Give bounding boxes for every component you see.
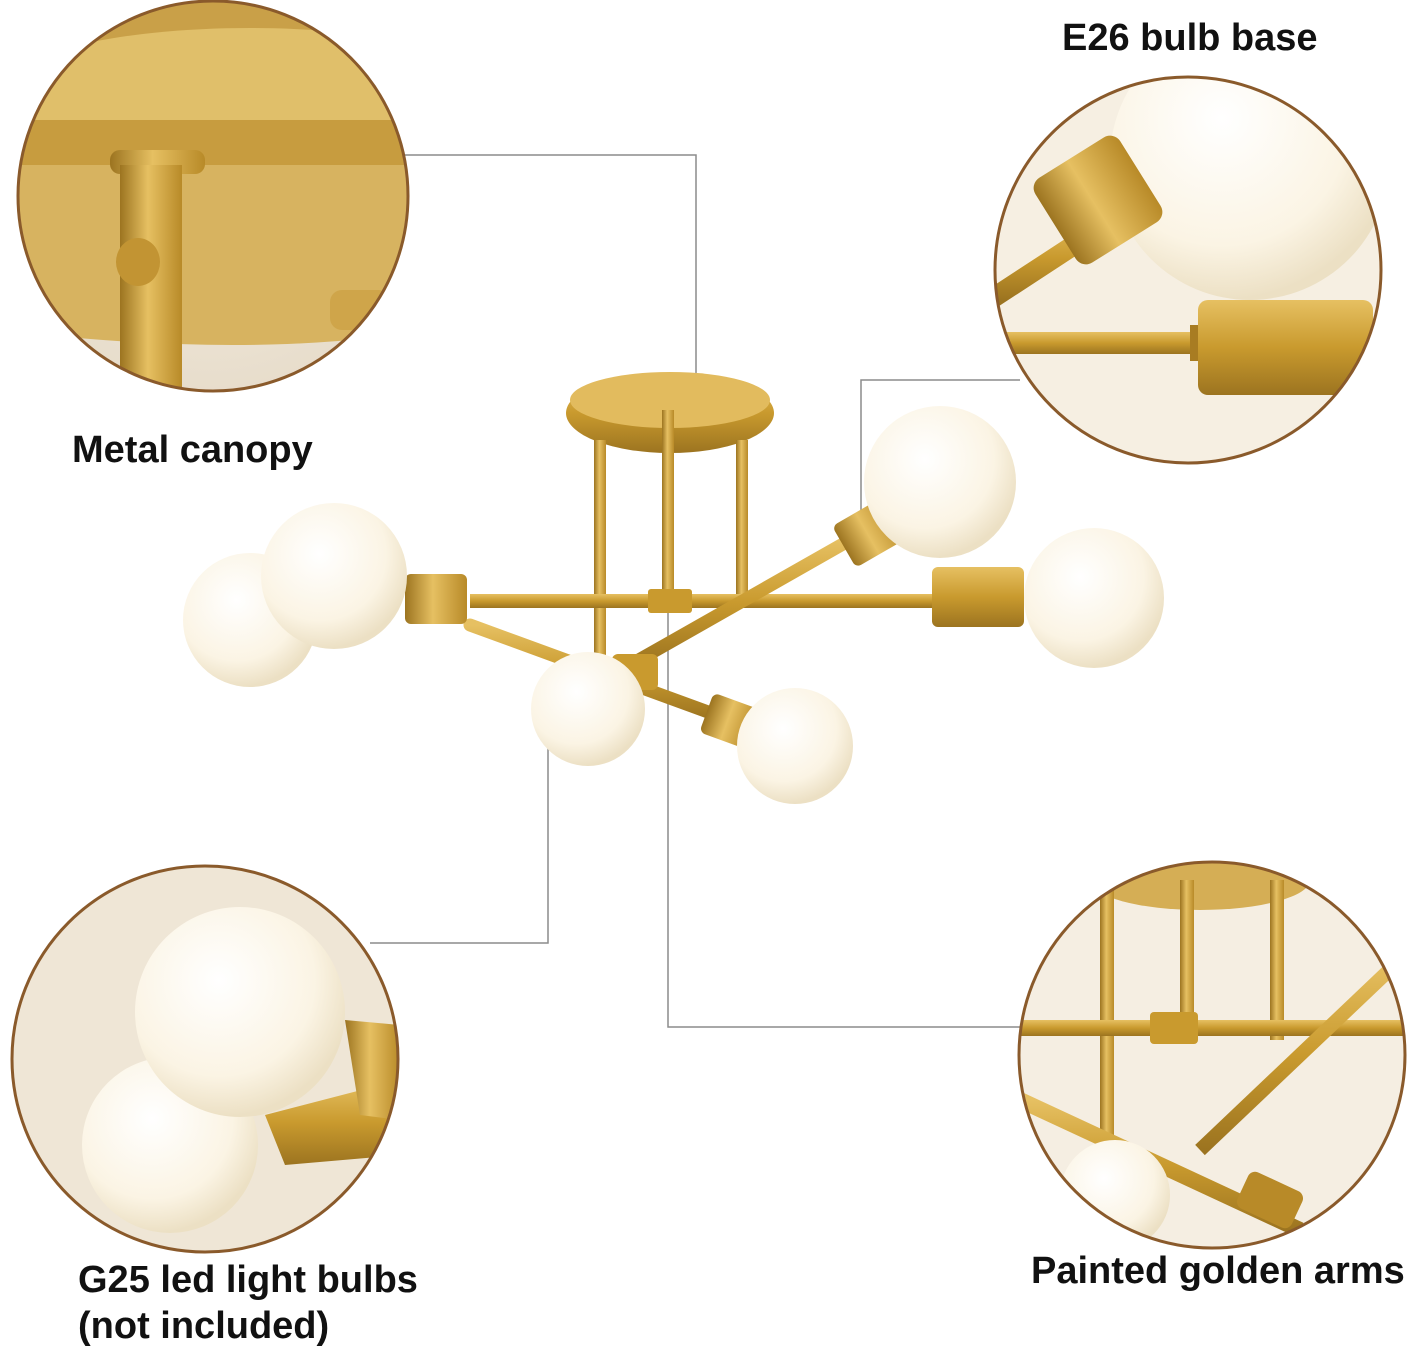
- detail-circle-arms: [1017, 860, 1407, 1250]
- bulb: [1024, 528, 1164, 668]
- bulb: [531, 652, 645, 766]
- callout-label-bulbs: G25 led light bulbs (not included): [78, 1258, 418, 1349]
- detail-circle-canopy: [16, 0, 410, 393]
- callout-label-bulb-base: E26 bulb base: [1062, 17, 1318, 59]
- leader-line-arms: [667, 600, 1020, 1028]
- bulb: [737, 688, 853, 804]
- callout-label-canopy: Metal canopy: [72, 429, 313, 471]
- detail-circle-bulbs: [10, 864, 400, 1254]
- bulb: [864, 406, 1016, 558]
- detail-circle-bulb-base: [993, 75, 1383, 465]
- bulb: [261, 503, 407, 649]
- callout-label-bulbs-line2: (not included): [78, 1304, 330, 1347]
- callout-label-bulbs-line1: G25 led light bulbs: [78, 1259, 418, 1301]
- leader-lines: [370, 154, 1020, 1028]
- chandelier: [183, 372, 1164, 804]
- leader-line-bulbs: [370, 748, 549, 944]
- callout-label-arms: Painted golden arms: [1031, 1250, 1405, 1292]
